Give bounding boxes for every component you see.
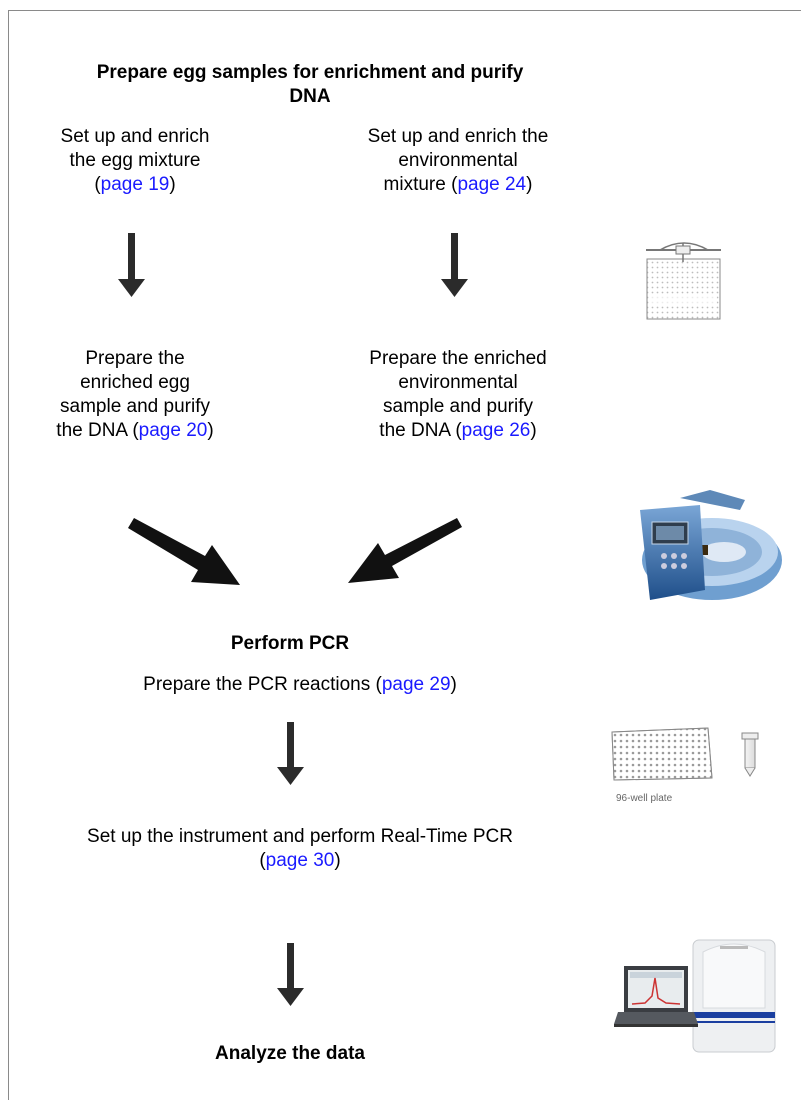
- step-purify-environmental: Prepare the enriched environmental sampl…: [328, 347, 588, 443]
- paren-text: (: [94, 174, 101, 195]
- step-text-line: the DNA (page 26): [328, 419, 588, 443]
- diagonal-arrow-right: [348, 518, 462, 583]
- page-link-19[interactable]: page 19: [100, 174, 170, 195]
- step-purify-egg: Prepare the enriched egg sample and puri…: [20, 347, 250, 443]
- paren-text: (: [259, 850, 266, 871]
- step-text-line: (page 30): [0, 849, 600, 873]
- step-enrich-egg: Set up and enrich the egg mixture (page …: [20, 125, 250, 197]
- page-link-24[interactable]: page 24: [457, 174, 527, 195]
- down-arrow-center-1: [277, 722, 304, 785]
- step-text-line: Prepare the: [85, 348, 185, 369]
- step-enrich-environmental: Set up and enrich the environmental mixt…: [318, 125, 598, 197]
- step-text-line: Set up and enrich: [60, 126, 210, 147]
- paren-text: mixture (: [383, 174, 458, 195]
- section-title-line2: DNA: [289, 86, 331, 107]
- step-prepare-pcr: Prepare the PCR reactions (page 29): [0, 673, 600, 697]
- page-link-26[interactable]: page 26: [461, 420, 531, 441]
- paren-text: ): [169, 174, 176, 195]
- down-arrow-right-1: [441, 233, 468, 297]
- plate-caption: 96-well plate: [616, 793, 673, 804]
- step-text-line: Prepare the enriched: [369, 348, 547, 369]
- diagonal-arrow-left: [128, 518, 240, 585]
- step-text-line: enriched egg: [80, 372, 190, 393]
- step-text-line: the egg mixture: [69, 150, 201, 171]
- step-text-line: Set up and enrich the: [367, 126, 549, 147]
- down-arrow-center-2: [277, 943, 304, 1006]
- section-title-prepare: Prepare egg samples for enrichment and p…: [20, 61, 600, 109]
- section-title-perform-pcr: Perform PCR: [230, 633, 350, 654]
- paren-text: ): [450, 674, 457, 695]
- paren-text: ): [334, 850, 341, 871]
- step-text-line: environmental: [398, 372, 518, 393]
- paren-text: ): [526, 174, 533, 195]
- step-text-line: mixture (page 24): [318, 173, 598, 197]
- step-text: Prepare the PCR reactions (: [143, 674, 382, 695]
- tube-icon: [741, 732, 759, 777]
- page-link-20[interactable]: page 20: [138, 420, 208, 441]
- section-title-line1: Prepare egg samples for enrichment and p…: [96, 62, 524, 83]
- page-link-29[interactable]: page 29: [381, 674, 451, 695]
- realtime-pcr-system-icon: [614, 939, 776, 1053]
- step-text-line: the DNA (page 20): [20, 419, 250, 443]
- step-text-line: (page 19): [20, 173, 250, 197]
- instrument-processor-icon: [640, 490, 782, 600]
- paren-text: ): [207, 420, 214, 441]
- page-link-30[interactable]: page 30: [265, 850, 335, 871]
- step-text-line: sample and purify: [60, 396, 210, 417]
- step-run-realtime-pcr: Set up the instrument and perform Real-T…: [0, 825, 600, 873]
- step-text-line: environmental: [398, 150, 518, 171]
- sample-bag-icon: [646, 242, 721, 320]
- step-text-line: Set up the instrument and perform Real-T…: [87, 826, 513, 847]
- down-arrow-left-1: [118, 233, 145, 297]
- well-plate-icon: [611, 727, 713, 781]
- page-frame: [8, 10, 801, 1100]
- paren-text: the DNA (: [56, 420, 139, 441]
- paren-text: the DNA (: [379, 420, 462, 441]
- paren-text: ): [530, 420, 537, 441]
- section-title-analyze: Analyze the data: [215, 1043, 365, 1064]
- step-text-line: sample and purify: [383, 396, 533, 417]
